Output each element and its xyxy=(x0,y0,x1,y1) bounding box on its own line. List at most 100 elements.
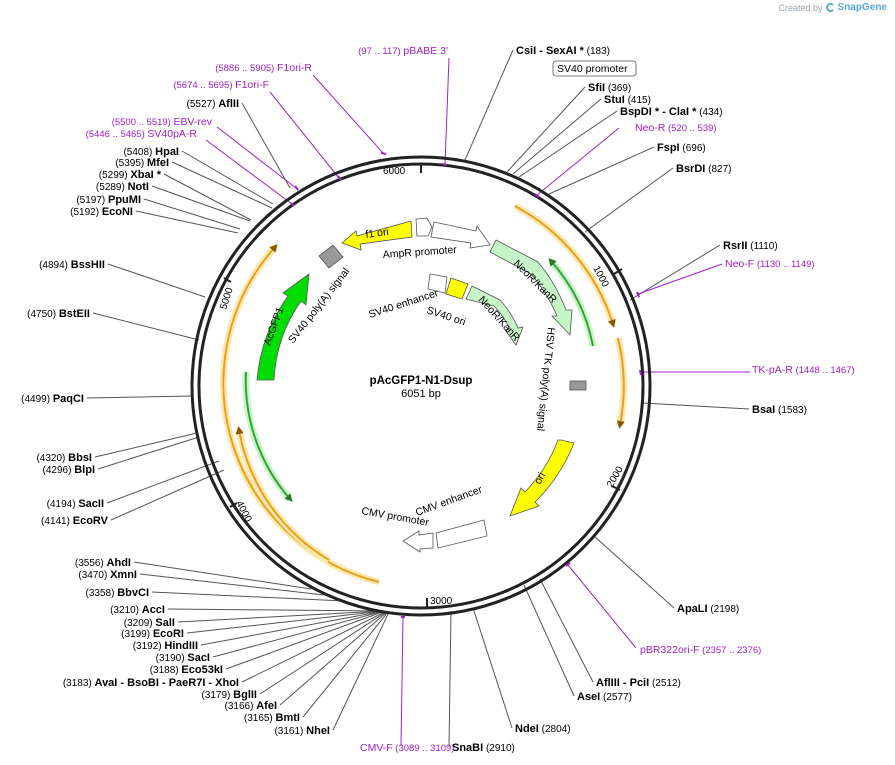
site-position: (4141) xyxy=(41,516,70,527)
primer-leader-line xyxy=(444,57,450,166)
site-position: (2198) xyxy=(710,604,739,615)
primer-leader-line xyxy=(312,74,384,154)
feature-neor-kanr-inner xyxy=(465,285,524,346)
primer-label: CMV-F (3089 .. 3109) xyxy=(360,742,454,754)
primer-label: (5500 .. 5519) EBV-rev xyxy=(112,116,213,128)
site-position: (2512) xyxy=(652,678,681,689)
site-position: (4194) xyxy=(47,499,76,510)
site-leader-line xyxy=(151,185,251,222)
primer-name: SV40pA-R xyxy=(147,128,197,140)
site-name: BbvCI xyxy=(117,587,149,599)
site-label: SnaBI (2910) xyxy=(452,742,515,754)
feature-label-cmv-enhancer: CMV enhancer xyxy=(414,483,484,518)
primer-name: CMV-F xyxy=(360,742,393,754)
site-name: SacI xyxy=(187,652,210,664)
site-position: (5395) xyxy=(115,158,144,169)
site-label: (3165) BmtI xyxy=(244,712,300,724)
credit-brand: SnapGene xyxy=(837,2,887,13)
site-position: (2910) xyxy=(486,743,515,754)
site-label: (5395) MfeI xyxy=(115,157,169,169)
primer-range: (97 .. 117) xyxy=(358,46,403,57)
site-leader-line xyxy=(143,198,241,230)
site-name: BstEII xyxy=(59,308,90,320)
site-position: (5289) xyxy=(96,182,125,193)
primer-mark-f1ori-f xyxy=(337,175,342,181)
site-label: (5299) XbaI * xyxy=(99,169,162,181)
site-position: (434) xyxy=(699,107,722,118)
site-leader-line xyxy=(279,611,388,706)
primer-range: (1130 .. 1149) xyxy=(754,259,814,270)
site-label: (5192) EcoNI xyxy=(70,206,133,218)
primer-mark-neo-f xyxy=(636,291,640,298)
feature-label-hsv-tk-polya: HSV TK poly(A) signal xyxy=(534,327,557,432)
site-leader-line xyxy=(177,610,383,623)
site-name: NheI xyxy=(306,725,330,737)
site-position: (4499) xyxy=(21,394,50,405)
site-label: SfiI (369) xyxy=(588,82,631,94)
site-leader-line xyxy=(506,86,586,173)
site-leader-line xyxy=(448,610,452,748)
site-leader-line xyxy=(241,102,291,189)
site-leader-line xyxy=(259,611,387,695)
site-position: (5197) xyxy=(76,195,105,206)
credit: Created by SnapGene xyxy=(779,2,888,13)
site-leader-line xyxy=(186,610,384,634)
site-name: AseI xyxy=(577,691,600,703)
site-name: EcoRI xyxy=(153,628,184,640)
leader-lines xyxy=(86,49,750,748)
site-name: EcoNI xyxy=(102,206,133,218)
site-label: (4296) BlpI xyxy=(43,464,95,476)
site-label: (3190) SacI xyxy=(156,652,210,664)
site-label: (3470) XmnI xyxy=(78,569,137,581)
primer-mark-ebv-rev xyxy=(294,185,299,191)
site-leader-line xyxy=(139,573,325,596)
feature-ori xyxy=(509,439,575,517)
site-leader-line xyxy=(464,49,514,161)
site-label: (4320) BbsI xyxy=(36,452,92,464)
tick-5000 xyxy=(223,277,232,283)
site-position: (3190) xyxy=(156,653,185,664)
site-name: RsrII xyxy=(723,240,747,252)
primer-mark-sv40pa-r xyxy=(290,202,295,207)
site-position: (3210) xyxy=(110,605,139,616)
primer-range: (5886 .. 5905) xyxy=(215,63,277,74)
site-name: AccI xyxy=(142,604,165,616)
feature-neor-kanr-outer xyxy=(489,239,573,336)
site-leader-line xyxy=(548,146,655,195)
site-name: SalI xyxy=(155,617,175,629)
primer-leader-line xyxy=(567,564,637,649)
site-leader-line xyxy=(472,607,513,729)
orf-arc-green-right-line xyxy=(548,258,594,347)
site-leader-line xyxy=(86,395,193,399)
site-name: SacII xyxy=(78,498,104,510)
site-position: (2577) xyxy=(603,692,632,703)
plasmid-name: pAcGFP1-N1-Dsup xyxy=(370,375,473,387)
feature-label-f1-ori: f1 ori xyxy=(365,226,390,241)
feature-cmv-promoter xyxy=(402,530,434,553)
feature-label-sv40-ori: SV40 ori xyxy=(425,304,467,328)
tick-2000 xyxy=(611,485,621,491)
site-leader-line xyxy=(518,110,618,178)
site-leader-line xyxy=(181,150,274,205)
orf-arc-green-left-line xyxy=(244,371,293,503)
primer-range: (1448 .. 1467) xyxy=(793,365,855,376)
site-position: (3166) xyxy=(225,701,254,712)
primer-leader-line xyxy=(536,127,620,196)
site-leader-line xyxy=(225,610,386,670)
feature-f1-ori xyxy=(341,220,413,251)
site-label: FspI (696) xyxy=(657,142,706,154)
site-label: RsrII (1110) xyxy=(723,240,778,252)
site-label: (3199) EcoRI xyxy=(121,628,184,640)
primer-leader-line xyxy=(216,126,297,189)
site-position: (5299) xyxy=(99,170,128,181)
site-name: AfeI xyxy=(256,700,277,712)
site-position: (3209) xyxy=(124,618,153,629)
site-position: (4320) xyxy=(36,453,65,464)
site-label: (3166) AfeI xyxy=(225,700,277,712)
tick-label-3000: 3000 xyxy=(430,596,453,607)
primer-label: Neo-R (520 .. 539) xyxy=(635,122,717,134)
site-label: (4141) EcoRV xyxy=(41,515,109,527)
site-label: ApaLI (2198) xyxy=(677,603,739,615)
site-label: BsrDI (827) xyxy=(676,163,731,175)
feature-acgfp1 xyxy=(256,273,310,381)
